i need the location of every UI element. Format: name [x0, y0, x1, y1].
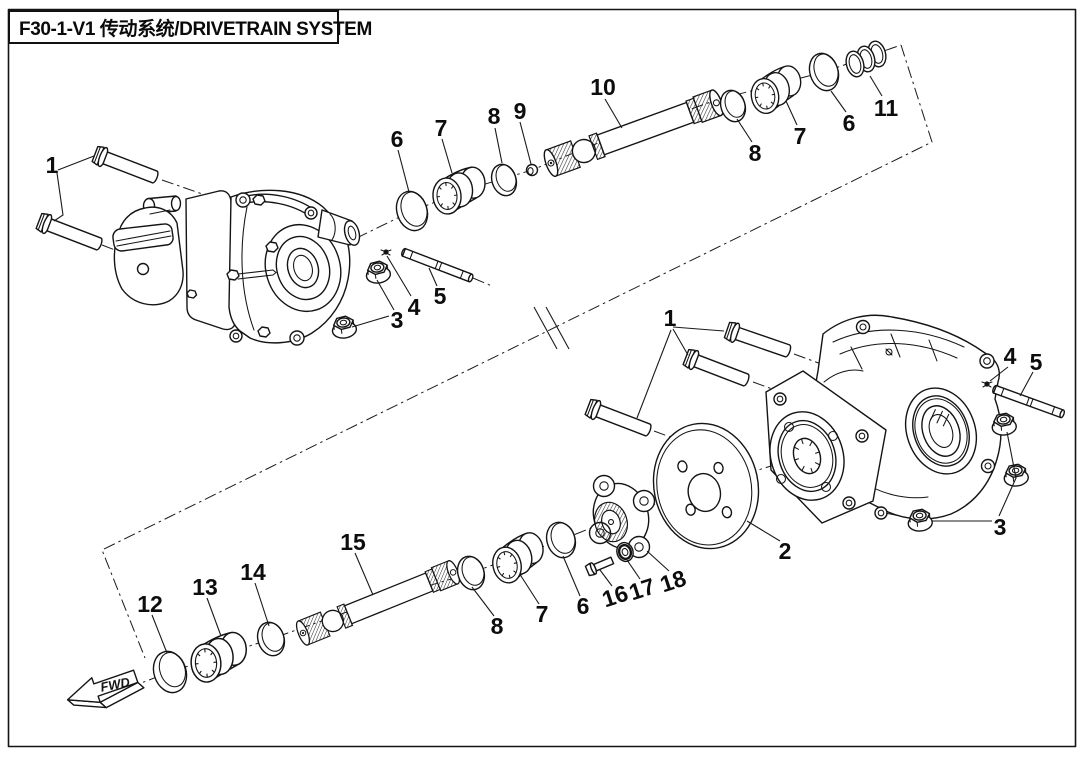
- callout-label-1-0: 1: [46, 152, 59, 178]
- ring-14: [256, 621, 286, 657]
- callout-label-18-27: 18: [657, 565, 690, 598]
- housing-bolt: [265, 241, 279, 253]
- coupler-7: [746, 63, 806, 117]
- bolt-1-front-b: [34, 210, 106, 255]
- spring-11: [842, 38, 890, 80]
- page-title: F30-1-V1 传动系统/DRIVETRAIN SYSTEM: [19, 18, 372, 40]
- callout-label-5-15: 5: [1030, 349, 1043, 375]
- propshaft-15: [293, 558, 463, 648]
- front-gearbox: [112, 189, 361, 346]
- bolt-1-rear-a: [583, 396, 655, 441]
- rear-gearbox-bore: [904, 387, 978, 475]
- callout-label-13-19: 13: [192, 574, 218, 600]
- callout-label-15-21: 15: [340, 529, 366, 555]
- hub-flange-spline: [593, 501, 629, 543]
- brake-disc: [652, 422, 760, 550]
- leader-lines: [53, 75, 1034, 654]
- callout-label-10-8: 10: [590, 74, 616, 100]
- vent-4-front: [380, 248, 392, 256]
- front-gearbox-mid-plate: [185, 190, 237, 331]
- callout-label-17-26: 17: [626, 573, 658, 606]
- callout-label-14-20: 14: [240, 559, 266, 585]
- ring-8: [490, 163, 518, 197]
- ring-6: [545, 521, 577, 559]
- callout-label-3-16: 3: [994, 514, 1007, 540]
- callout-label-5-3: 5: [434, 283, 447, 309]
- callout-label-1-13: 1: [664, 305, 677, 331]
- callout-label-11-12: 11: [874, 95, 899, 121]
- callout-label-8-22: 8: [491, 613, 504, 639]
- ring-8: [456, 555, 486, 591]
- housing-bolt: [257, 326, 271, 338]
- callout-label-2-17: 2: [779, 538, 792, 564]
- hub-flange-18: [588, 474, 656, 559]
- center-lines: [101, 44, 935, 689]
- page-border: [7, 8, 1077, 748]
- fwd-arrow: FWD: [66, 669, 145, 709]
- callout-label-4-2: 4: [408, 294, 421, 320]
- callout-label-4-14: 4: [1004, 343, 1017, 369]
- callout-label-8-9: 8: [749, 140, 762, 166]
- callout-label-6-11: 6: [843, 110, 856, 136]
- callout-label-6-24: 6: [577, 593, 590, 619]
- front-gearbox-actuator: [113, 206, 184, 306]
- bolt-1-front-a: [90, 143, 162, 188]
- housing-bolt: [186, 289, 198, 299]
- callout-label-8-6: 8: [488, 103, 501, 129]
- housing-bolt: [252, 194, 266, 206]
- coupler-7: [430, 165, 489, 216]
- ring-12: [152, 650, 188, 694]
- bolt-1-rear-b: [681, 346, 753, 391]
- housing-bolt: [226, 269, 240, 281]
- bolt-1-rear-c: [723, 319, 794, 362]
- callout-label-7-10: 7: [794, 123, 807, 149]
- rear-propshaft-assembly: [152, 529, 550, 694]
- callout-label-6-4: 6: [391, 126, 404, 152]
- fwd-label: FWD: [99, 674, 132, 694]
- washer-17: [616, 541, 634, 563]
- stud-5-rear: [991, 384, 1066, 419]
- ring-6: [395, 190, 429, 232]
- callout-label-3-1: 3: [391, 307, 404, 333]
- nut-3-front-b: [329, 314, 359, 341]
- front-gearbox-bore: [264, 223, 342, 313]
- front-propshaft-assembly: [395, 38, 890, 232]
- coupler-13: [188, 630, 250, 685]
- stud-5-front: [400, 247, 475, 284]
- propshaft-10: [540, 87, 727, 179]
- ring-6: [808, 52, 840, 92]
- housing-screw: [885, 348, 893, 356]
- bearing-hub: [769, 411, 845, 501]
- callout-label-7-5: 7: [435, 115, 448, 141]
- coupler-7: [486, 529, 550, 587]
- callout-label-7-23: 7: [536, 601, 549, 627]
- shaft-break-symbol: [533, 306, 570, 350]
- callout-label-9-7: 9: [514, 98, 527, 124]
- title-box: F30-1-V1 传动系统/DRIVETRAIN SYSTEM: [8, 10, 372, 44]
- bolt-16: [584, 556, 615, 577]
- pin-9: [525, 163, 539, 177]
- callout-label-12-18: 12: [137, 591, 163, 617]
